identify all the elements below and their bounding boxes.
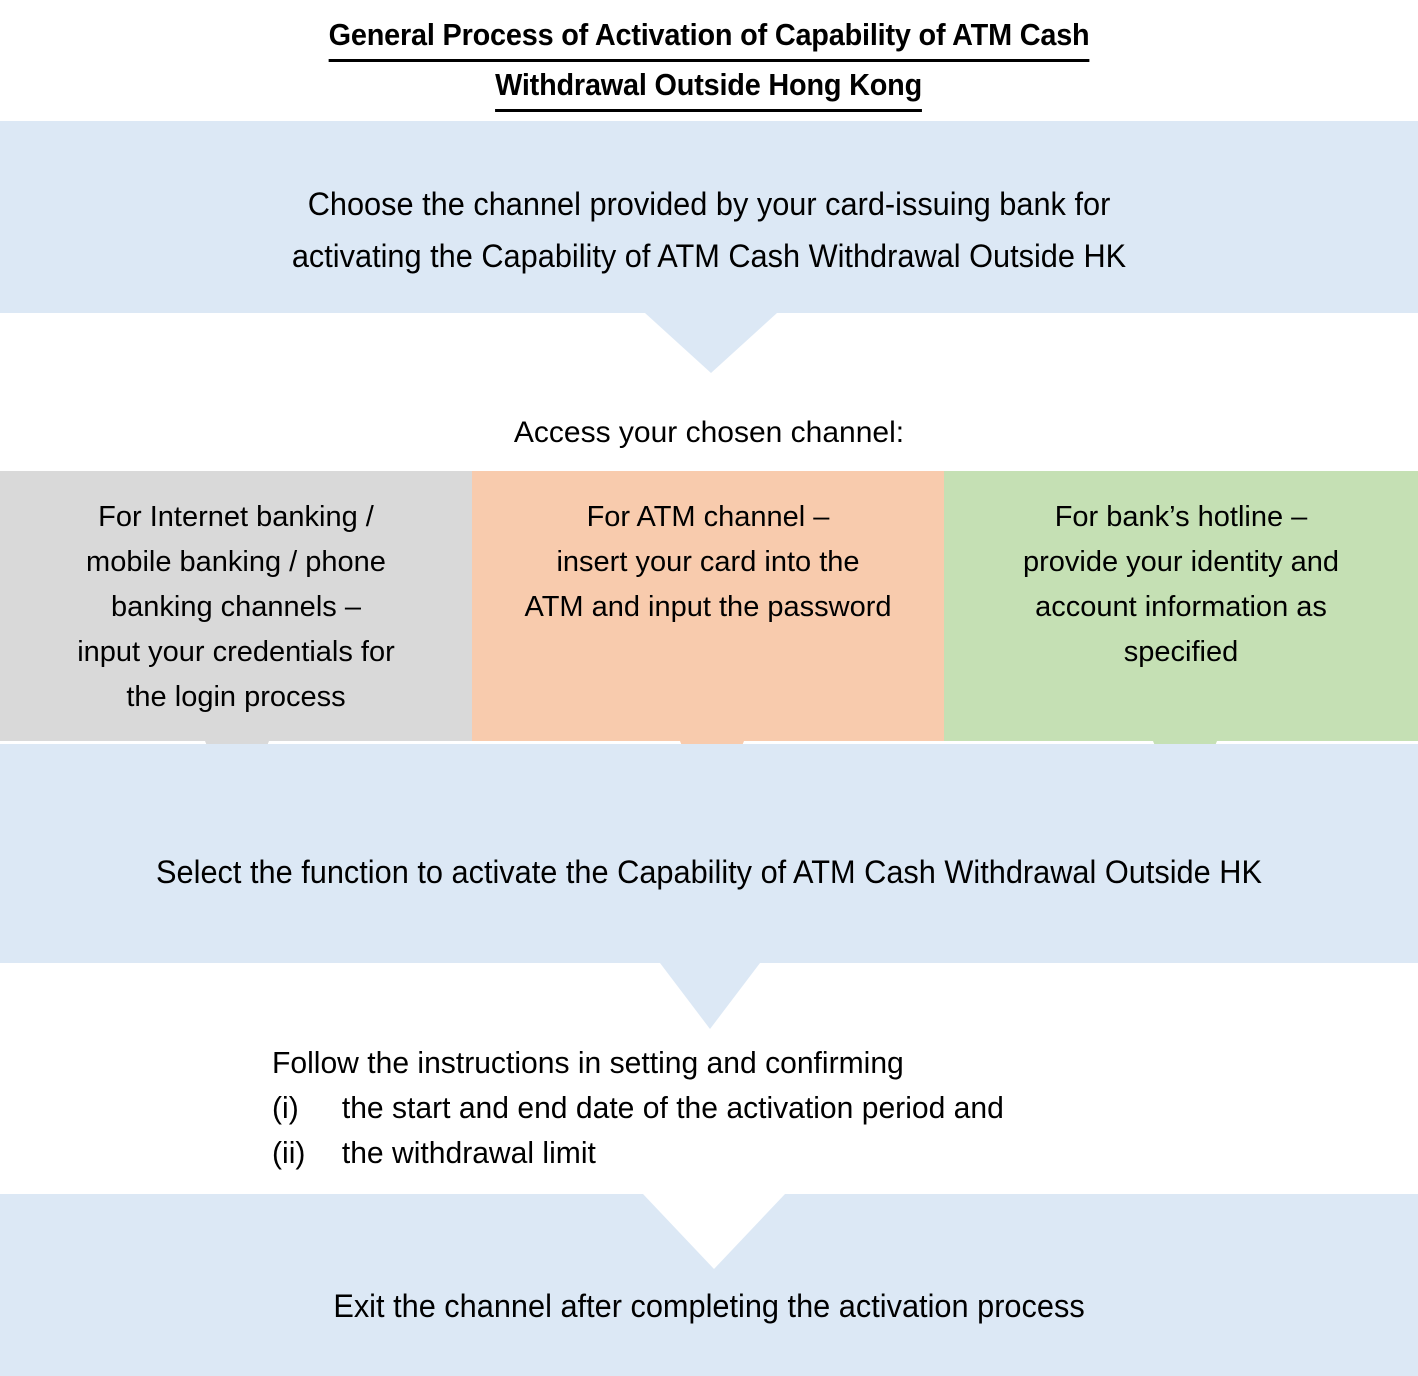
instructions-item-marker: (ii) [272,1135,306,1170]
channel-line: ATM and input the password [524,591,892,623]
flow-step-select-function: Select the function to activate the Capa… [0,744,1418,963]
channel-line: mobile banking / phone [86,546,386,578]
flow-step-choose-channel-text: Choose the channel provided by your card… [28,178,1389,282]
flow-step-exit-channel-text: Exit the channel after completing the ac… [333,1288,1085,1324]
channel-box-atm-channel: For ATM channel – insert your card into … [472,471,944,741]
down-arrow-icon-step4-to-step5 [643,1194,785,1269]
flow-step-select-function-text: Select the function to activate the Capa… [156,854,1262,890]
instructions-item-text: the withdrawal limit [341,1135,596,1170]
channel-line: For ATM channel – [586,501,830,533]
flow-step-follow-instructions: Follow the instructions in setting and c… [272,1040,1145,1175]
down-arrow-icon-step3-to-step4 [660,963,760,1029]
channel-line: input your credentials for [77,636,395,668]
channel-line: account information as [1035,591,1327,623]
flow-step-exit-channel: Exit the channel after completing the ac… [0,1194,1418,1376]
channel-line: provide your identity and [1023,546,1339,578]
channel-line: For bank’s hotline – [1054,501,1308,533]
instructions-lead-text: Follow the instructions in setting and c… [272,1045,904,1080]
channel-line: specified [1123,636,1239,668]
channel-line: insert your card into the [556,546,860,578]
channel-line: For Internet banking / [98,501,374,533]
page-title: General Process of Activation of Capabil… [0,12,1418,112]
instructions-item-marker: (i) [272,1090,299,1125]
channel-box-bank-hotline: For bank’s hotline – provide your identi… [944,471,1418,741]
access-channel-label: Access your chosen channel: [513,416,905,449]
down-arrow-icon-step1-to-step2 [645,313,777,373]
channel-line: the login process [126,681,346,713]
flow-step-choose-channel-line-2: activating the Capability of ATM Cash Wi… [291,238,1127,274]
page-title-line-2: Withdrawal Outside Hong Kong [495,62,923,112]
flow-step-choose-channel: Choose the channel provided by your card… [0,121,1418,313]
instructions-list-item: (i) the start and end date of the activat… [272,1085,1145,1130]
channel-columns: For Internet banking / mobile banking / … [0,471,1418,819]
channel-box-internet-mobile-phone-banking: For Internet banking / mobile banking / … [0,471,472,741]
page-title-line-1: General Process of Activation of Capabil… [328,12,1090,62]
flow-step-choose-channel-line-1: Choose the channel provided by your card… [307,186,1111,222]
instructions-item-text: the start and end date of the activation… [341,1090,1004,1125]
channel-line: banking channels – [111,591,361,623]
instructions-list-item: (ii) the withdrawal limit [272,1130,1145,1175]
